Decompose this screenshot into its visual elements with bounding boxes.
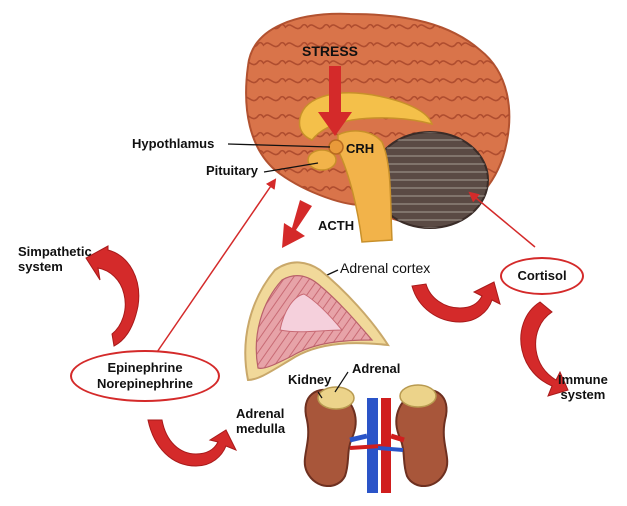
pituitary-label: Pituitary <box>206 163 258 178</box>
simpathetic-line2: system <box>18 259 92 274</box>
hypothalamus-label: Hypothlamus <box>132 136 214 151</box>
immune-system-label: Immune system <box>558 372 608 402</box>
norepinephrine-label: Norepinephrine <box>97 376 193 392</box>
epinephrine-curved-arrow <box>148 420 236 466</box>
adrenal-medulla-line2: medulla <box>236 421 285 436</box>
right-adrenal-shape <box>400 385 436 407</box>
adrenal-medulla-line1: Adrenal <box>236 406 285 421</box>
acth-arrow <box>282 200 312 248</box>
acth-label: ACTH <box>318 218 354 233</box>
adrenal-medulla-label: Adrenal medulla <box>236 406 285 436</box>
adrenal-label: Adrenal <box>352 361 400 376</box>
simpathetic-line1: Simpathetic <box>18 244 92 259</box>
kidney-label: Kidney <box>288 372 331 387</box>
stress-label: STRESS <box>302 44 358 59</box>
kidneys-illustration <box>305 385 448 493</box>
simpathetic-curved-arrow <box>86 246 139 346</box>
cortisol-feedback-arrow <box>470 193 535 247</box>
aorta-shape <box>381 398 391 493</box>
crh-label: CRH <box>346 141 374 156</box>
cortisol-oval: Cortisol <box>500 257 584 295</box>
immune-line1: Immune <box>558 372 608 387</box>
hypothalamus-shape <box>329 140 343 154</box>
cortisol-label: Cortisol <box>517 268 566 284</box>
adrenal-cortex-label: Adrenal cortex <box>340 261 430 276</box>
immune-line2: system <box>558 387 608 402</box>
brain-illustration <box>246 14 509 242</box>
cortisol-left-curved-arrow <box>412 282 500 322</box>
epinephrine-oval: Epinephrine Norepinephrine <box>70 350 220 402</box>
epinephrine-label: Epinephrine <box>107 360 182 376</box>
simpathetic-system-label: Simpathetic system <box>18 244 92 274</box>
